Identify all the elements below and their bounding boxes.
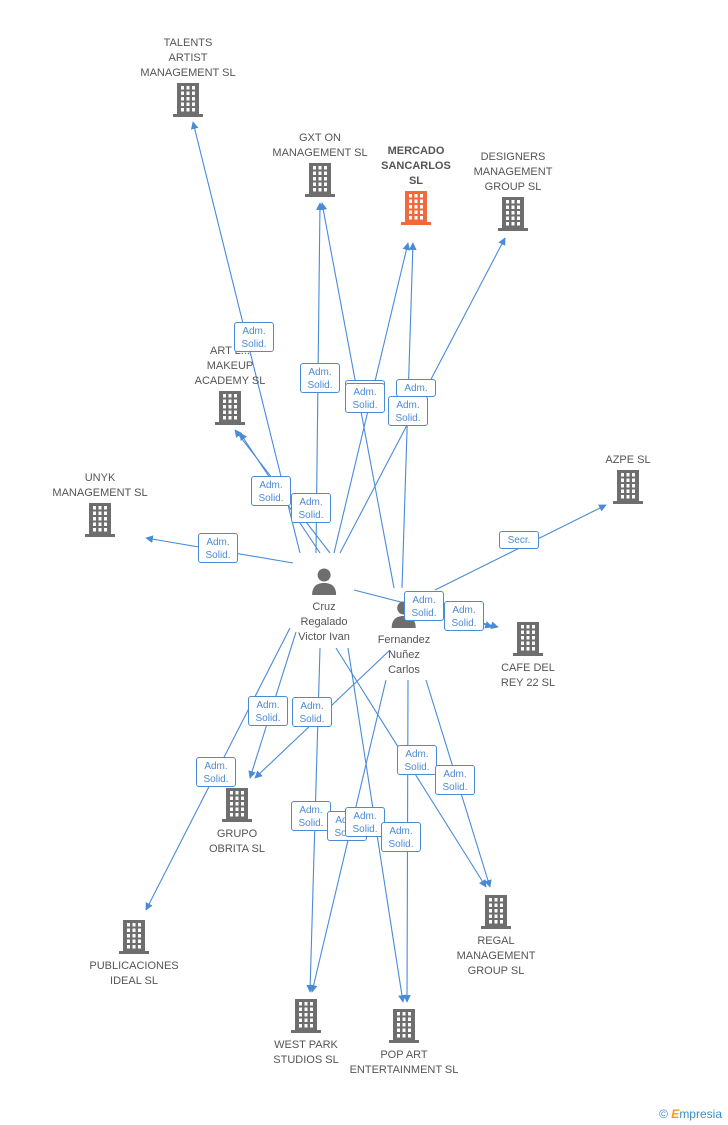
relationship-badge-cruz-artl[interactable]: Adm. Solid. — [291, 493, 331, 523]
company-name-designers: DESIGNERS MANAGEMENT GROUP SL — [473, 151, 553, 193]
building-icon — [389, 1009, 419, 1048]
relationship-badge-cruz-popart[interactable]: Adm. Solid. — [345, 807, 385, 837]
company-name-gxt: GXT ON MANAGEMENT SL — [272, 132, 368, 159]
company-node-publicaciones[interactable]: PUBLICACIONES IDEAL SL — [74, 918, 194, 989]
relationship-badge-cruz-artl[interactable]: Adm. Solid. — [251, 476, 291, 506]
relationship-badge-fernandez-gxt[interactable]: Adm. Solid. — [345, 383, 385, 413]
company-name-mercado: MERCADO SANCARLOS SL — [381, 145, 451, 187]
relationship-badge-cruz-westpark[interactable]: Adm. Solid. — [291, 801, 331, 831]
building-icon — [119, 920, 149, 959]
relationship-badge-cruz-obrita[interactable]: Adm. Solid. — [248, 696, 288, 726]
company-name-regal: REGAL MANAGEMENT GROUP SL — [456, 935, 536, 977]
building-icon — [173, 83, 203, 122]
building-icon — [305, 163, 335, 202]
company-node-unyk[interactable]: UNYK MANAGEMENT SL — [40, 471, 160, 542]
brand-footer: © Empresia — [659, 1107, 722, 1121]
relationship-badge-cruz-regal[interactable]: Adm. Solid. — [397, 745, 437, 775]
relationship-badge-cruz-designers[interactable]: Adm. — [396, 379, 436, 397]
company-node-regal[interactable]: REGAL MANAGEMENT GROUP SL — [436, 893, 556, 979]
company-name-cafe: CAFE DEL REY 22 SL — [500, 662, 556, 689]
company-node-azpe[interactable]: AZPE SL — [568, 453, 688, 509]
building-icon — [85, 503, 115, 542]
building-icon — [222, 788, 252, 827]
relationship-badge-fernandez-cafe[interactable]: Adm. Solid. — [444, 601, 484, 631]
copyright-symbol: © — [659, 1107, 668, 1121]
company-name-westpark: WEST PARK STUDIOS SL — [273, 1039, 339, 1066]
person-node-cruz[interactable]: Cruz Regalado Victor Ivan — [298, 565, 350, 645]
company-name-azpe: AZPE SL — [605, 454, 651, 466]
company-name-talents: TALENTS ARTIST MANAGEMENT SL — [140, 37, 236, 79]
person-icon — [310, 567, 338, 600]
building-icon — [291, 999, 321, 1038]
company-node-designers[interactable]: DESIGNERS MANAGEMENT GROUP SL — [453, 150, 573, 236]
company-name-publicaciones: PUBLICACIONES IDEAL SL — [89, 960, 179, 987]
person-name-cruz: Cruz Regalado Victor Ivan — [298, 601, 350, 643]
company-node-cafe[interactable]: CAFE DEL REY 22 SL — [468, 620, 588, 691]
relationship-badge-cruz-unyk[interactable]: Adm. Solid. — [198, 533, 238, 563]
company-name-unyk: UNYK MANAGEMENT SL — [52, 472, 148, 499]
relationship-badge-cruz-gxt[interactable]: Adm. Solid. — [300, 363, 340, 393]
brand-initial: E — [671, 1107, 680, 1121]
building-icon — [481, 895, 511, 934]
building-icon — [498, 197, 528, 236]
company-node-mercado[interactable]: MERCADO SANCARLOS SL — [356, 144, 476, 230]
relationship-badge-fernandez-popart[interactable]: Adm. Solid. — [381, 822, 421, 852]
relationship-badge-cruz-talents[interactable]: Adm. Solid. — [234, 322, 274, 352]
relationship-badge-fernandez-azpe[interactable]: Secr. — [499, 531, 539, 549]
relationship-badge-fernandez-obrita[interactable]: Adm. Solid. — [292, 697, 332, 727]
relationship-badge-cruz-publicaciones[interactable]: Adm. Solid. — [196, 757, 236, 787]
relationship-badge-fernandez-regal[interactable]: Adm. Solid. — [435, 765, 475, 795]
company-node-talents[interactable]: TALENTS ARTIST MANAGEMENT SL — [128, 36, 248, 122]
company-name-obrita: GRUPO OBRITA SL — [208, 828, 266, 855]
person-node-fernandez[interactable]: Fernandez Nuñez Carlos — [377, 598, 431, 678]
company-name-popart: POP ART ENTERTAINMENT SL — [349, 1049, 459, 1076]
person-name-fernandez: Fernandez Nuñez Carlos — [377, 634, 431, 676]
company-node-gxt[interactable]: GXT ON MANAGEMENT SL — [260, 131, 380, 202]
company-node-obrita[interactable]: GRUPO OBRITA SL — [177, 786, 297, 857]
company-node-artl[interactable]: ART L... MAKEUP ACADEMY SL — [170, 344, 290, 430]
building-icon — [513, 622, 543, 661]
building-icon — [215, 391, 245, 430]
building-icon — [401, 191, 431, 230]
relationship-badge-cruz-cafe[interactable]: Adm. Solid. — [404, 591, 444, 621]
relationship-badge-fernandez-mercado[interactable]: Adm. Solid. — [388, 396, 428, 426]
brand-name: mpresia — [679, 1107, 722, 1121]
company-node-westpark[interactable]: WEST PARK STUDIOS SL — [246, 997, 366, 1068]
building-icon — [613, 470, 643, 509]
company-node-popart[interactable]: POP ART ENTERTAINMENT SL — [344, 1007, 464, 1078]
